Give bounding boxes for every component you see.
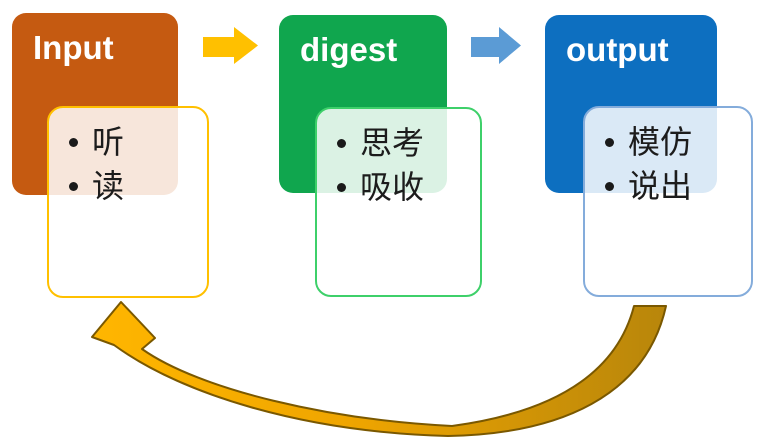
bullet-icon xyxy=(337,138,346,148)
list-item: 吸收 xyxy=(337,165,480,209)
list-item-label: 说出 xyxy=(628,167,693,205)
bullet-icon xyxy=(605,137,614,147)
list-item-label: 吸收 xyxy=(360,168,425,206)
list-item-label: 思考 xyxy=(360,124,425,162)
list-item: 模仿 xyxy=(605,120,751,164)
input-header-label: Input xyxy=(33,29,114,66)
list-item: 思考 xyxy=(337,121,480,165)
list-item-label: 模仿 xyxy=(628,123,693,161)
list-item: 读 xyxy=(69,164,207,208)
output-header-label: output xyxy=(566,31,669,68)
list-item-label: 听 xyxy=(92,123,125,161)
input-list-card: 听 读 xyxy=(47,106,209,298)
bullet-icon xyxy=(69,137,78,147)
right-arrow-icon-input-to-digest xyxy=(203,27,258,64)
digest-header-label: digest xyxy=(300,31,398,68)
output-list-card: 模仿 说出 xyxy=(583,106,753,297)
digest-list-card: 思考 吸收 xyxy=(315,107,482,297)
list-item-label: 读 xyxy=(92,167,125,205)
bullet-icon xyxy=(69,181,78,191)
curved-feedback-arrow-icon xyxy=(91,301,667,437)
right-arrow-icon-digest-to-output xyxy=(471,27,521,64)
bullet-icon xyxy=(337,182,346,192)
list-item: 听 xyxy=(69,120,207,164)
list-item: 说出 xyxy=(605,164,751,208)
bullet-icon xyxy=(605,181,614,191)
